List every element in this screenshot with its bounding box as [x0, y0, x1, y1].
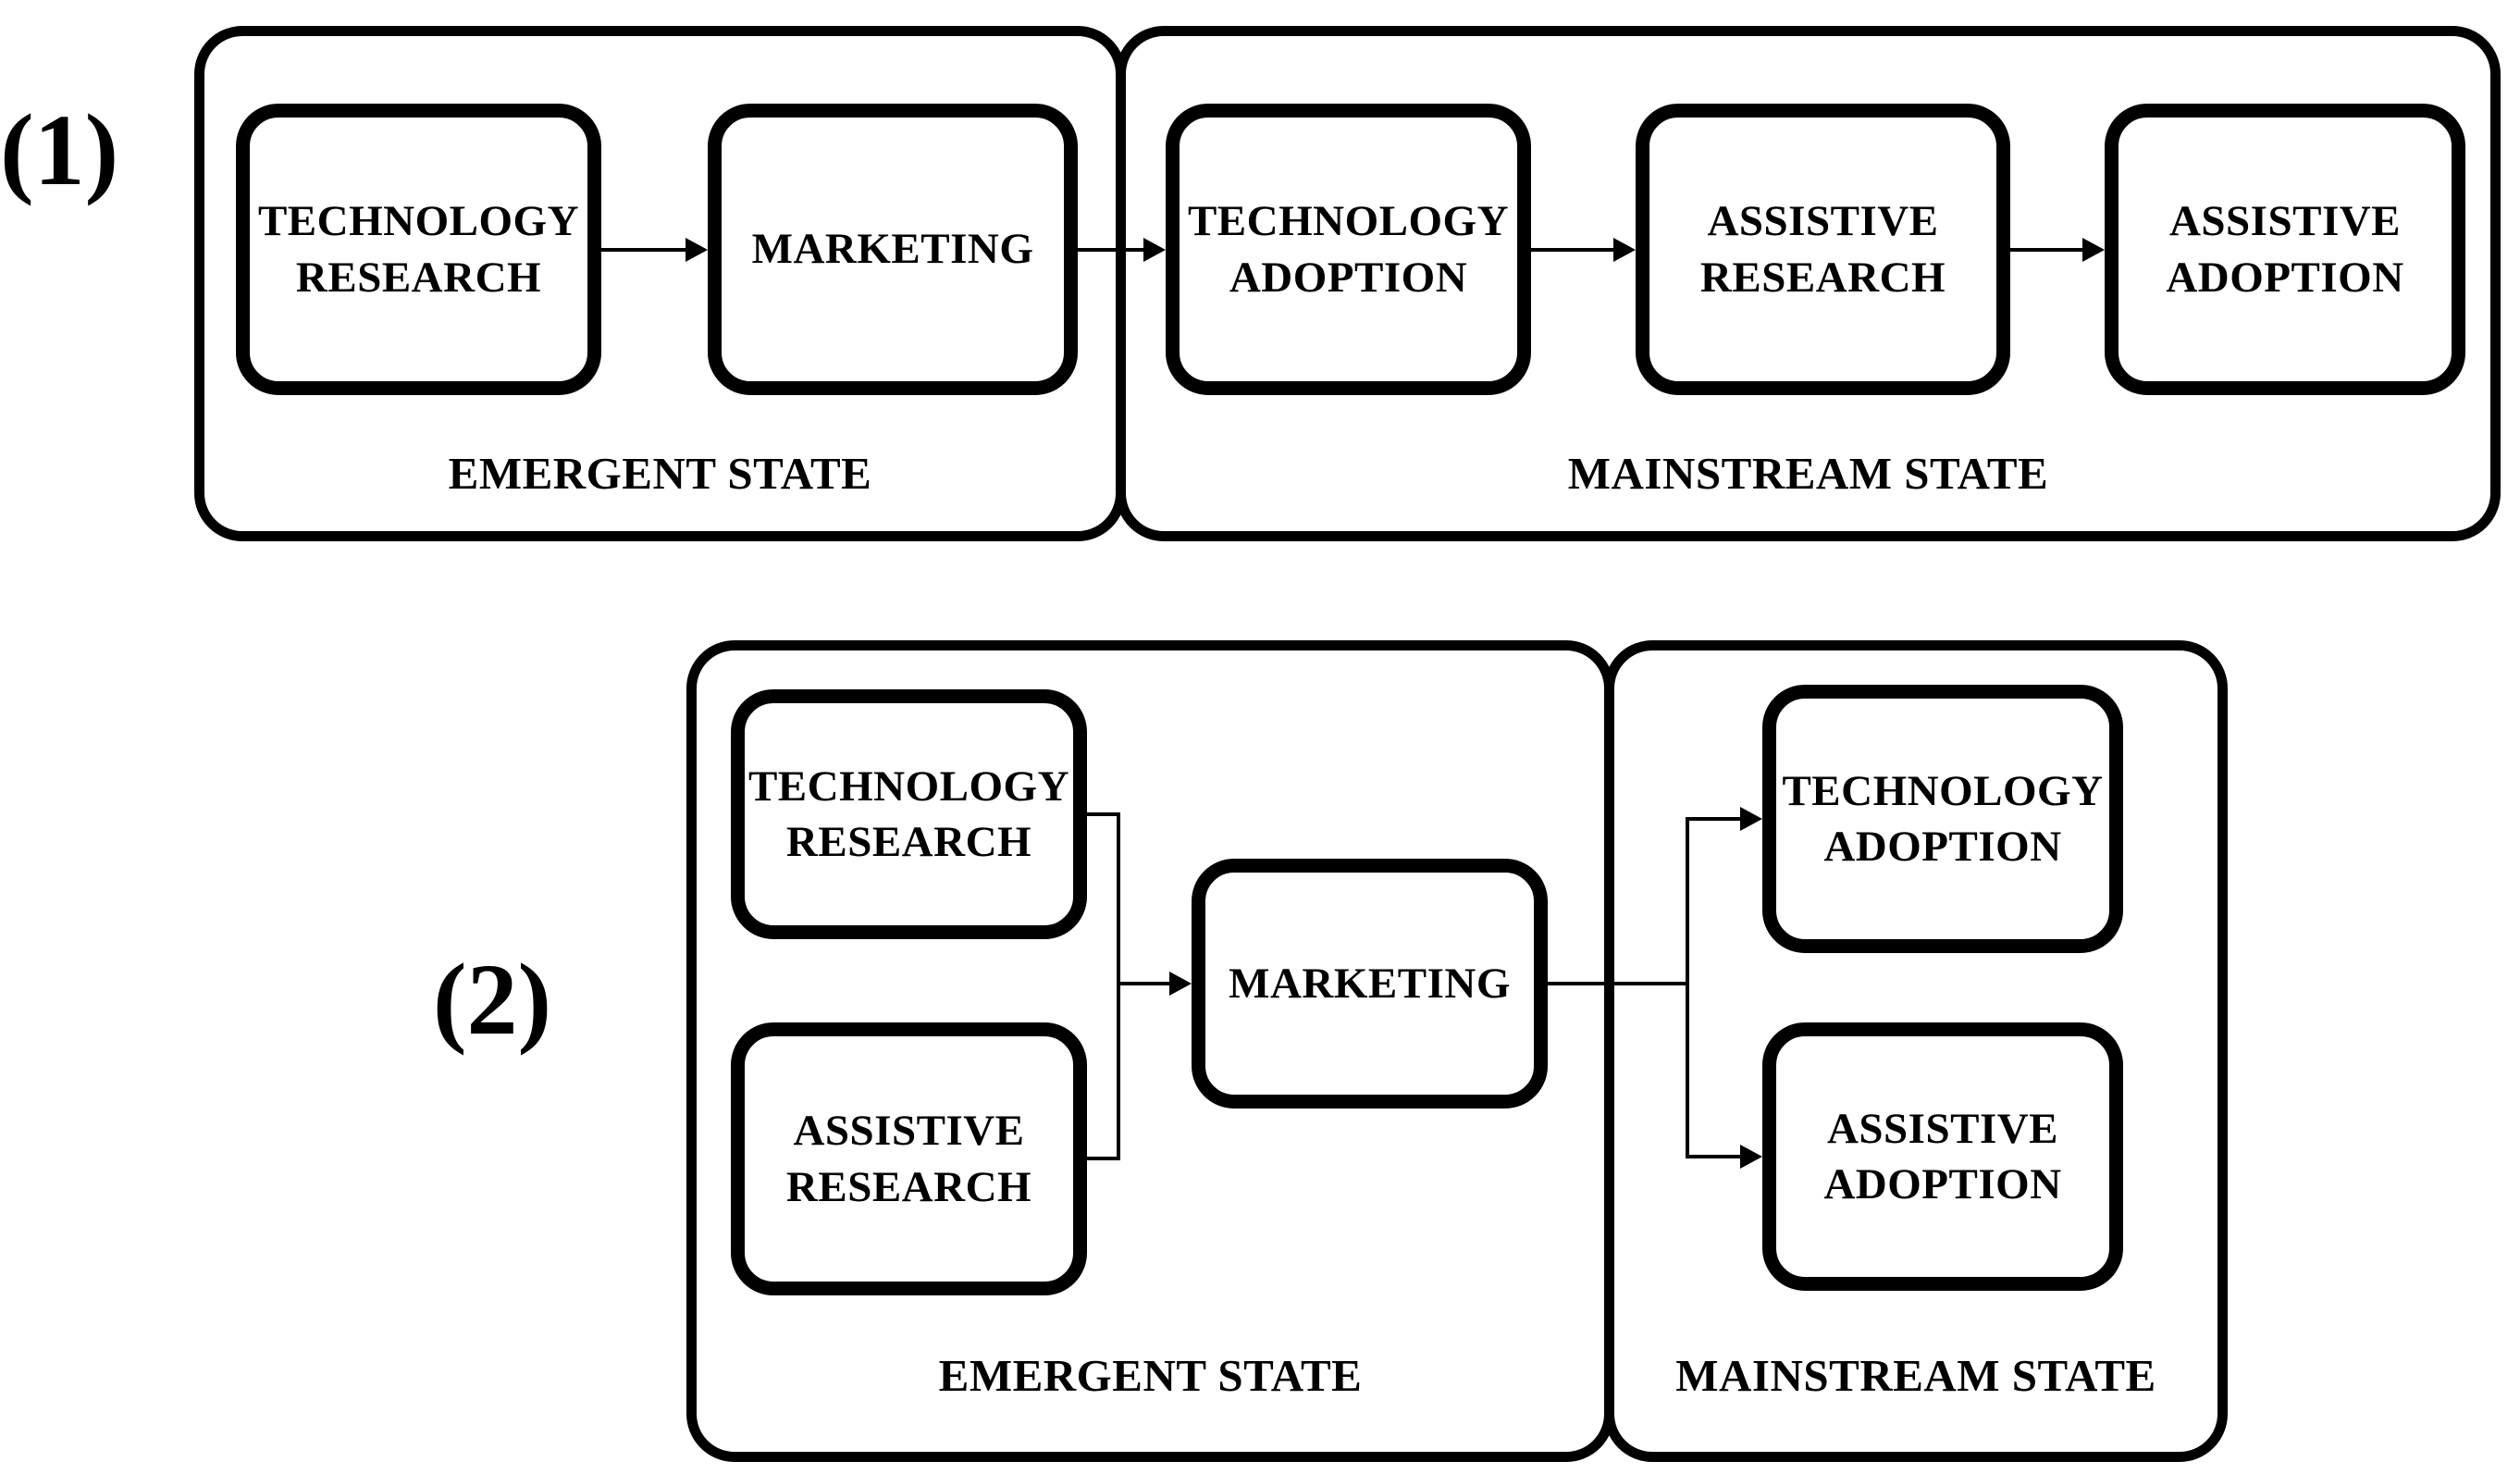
node-technology-adoption-2: TECHNOLOGY ADOPTION	[1762, 685, 2123, 953]
node-text-line1: ASSISTIVE	[793, 1107, 1025, 1156]
label-emergent-state-1: EMERGENT STATE	[448, 448, 872, 499]
container-mainstream-state-2	[1604, 640, 2228, 1462]
connector-adoption-to-assistive-research-1	[1531, 248, 1615, 252]
label-mainstream-state-2: MAINSTREAM STATE	[1675, 1350, 2156, 1401]
connector-merge-vertical-2	[1117, 812, 1120, 1160]
connector-assistive-research-stub-2	[1087, 1157, 1120, 1160]
diagram2-index-label: (2)	[432, 943, 552, 1056]
node-text-line1: ASSISTIVE	[1826, 1104, 2059, 1153]
node-text-line2: ADOPTION	[2166, 253, 2404, 302]
connector-branch-technology-adoption-2	[1686, 817, 1742, 821]
arrowhead-into-technology-adoption-2	[1740, 807, 1762, 831]
node-text-line1: TECHNOLOGY	[1782, 766, 2104, 815]
node-text-line1: MARKETING	[1229, 959, 1511, 1008]
node-text-line2: RESEARCH	[1699, 253, 1946, 302]
node-text-line1: TECHNOLOGY	[257, 197, 580, 246]
connector-technology-research-stub-2	[1087, 812, 1120, 816]
node-text-line1: ASSISTIVE	[2168, 197, 2402, 246]
connector-marketing-out-2	[1545, 982, 1689, 985]
node-assistive-research-2: ASSISTIVE RESEARCH	[731, 1022, 1087, 1295]
node-assistive-adoption-1: ASSISTIVE ADOPTION	[2105, 104, 2465, 395]
connector-marketing-to-adoption-1	[1078, 248, 1145, 252]
container-mainstream-state-1	[1116, 26, 2501, 541]
node-assistive-adoption-2: ASSISTIVE ADOPTION	[1762, 1022, 2123, 1291]
arrowhead-research-to-marketing-1	[686, 238, 708, 262]
arrowhead-into-marketing-2	[1169, 972, 1192, 996]
connector-merge-to-marketing-2	[1117, 982, 1171, 985]
connector-branch-assistive-adoption-2	[1686, 1155, 1742, 1158]
node-text-line2: ADOPTION	[1229, 253, 1468, 302]
node-text-line1: TECHNOLOGY	[1187, 197, 1510, 246]
arrowhead-adoption-to-assistive-research-1	[1613, 238, 1636, 262]
node-text-line2: RESEARCH	[785, 818, 1032, 866]
connector-research-to-marketing-1	[601, 248, 686, 252]
diagram1-index-label: (1)	[0, 93, 119, 206]
arrowhead-marketing-to-adoption-1	[1143, 238, 1166, 262]
node-text-line1: MARKETING	[751, 225, 1034, 274]
node-technology-research-2: TECHNOLOGY RESEARCH	[731, 689, 1087, 939]
node-text-line2: ADOPTION	[1823, 823, 2062, 871]
node-technology-research-1: TECHNOLOGY RESEARCH	[236, 104, 601, 395]
node-technology-adoption-1: TECHNOLOGY ADOPTION	[1166, 104, 1531, 395]
label-mainstream-state-1: MAINSTREAM STATE	[1567, 448, 2049, 499]
node-marketing-2: MARKETING	[1192, 859, 1548, 1109]
label-emergent-state-2: EMERGENT STATE	[938, 1350, 1363, 1401]
node-text-line1: ASSISTIVE	[1707, 197, 1939, 246]
arrowhead-into-assistive-adoption-2	[1740, 1145, 1762, 1169]
node-text-line2: RESEARCH	[785, 1162, 1032, 1211]
node-assistive-research-1: ASSISTIVE RESEARCH	[1636, 104, 2010, 395]
node-text-line1: TECHNOLOGY	[747, 762, 1070, 811]
node-text-line2: ADOPTION	[1823, 1160, 2062, 1208]
node-marketing-1: MARKETING	[708, 104, 1078, 395]
connector-assistive-research-to-assistive-adoption-1	[2010, 248, 2084, 252]
connector-split-vertical-2	[1686, 817, 1689, 1158]
node-text-line2: RESEARCH	[295, 253, 542, 302]
arrowhead-assistive-research-to-assistive-adoption-1	[2082, 238, 2105, 262]
